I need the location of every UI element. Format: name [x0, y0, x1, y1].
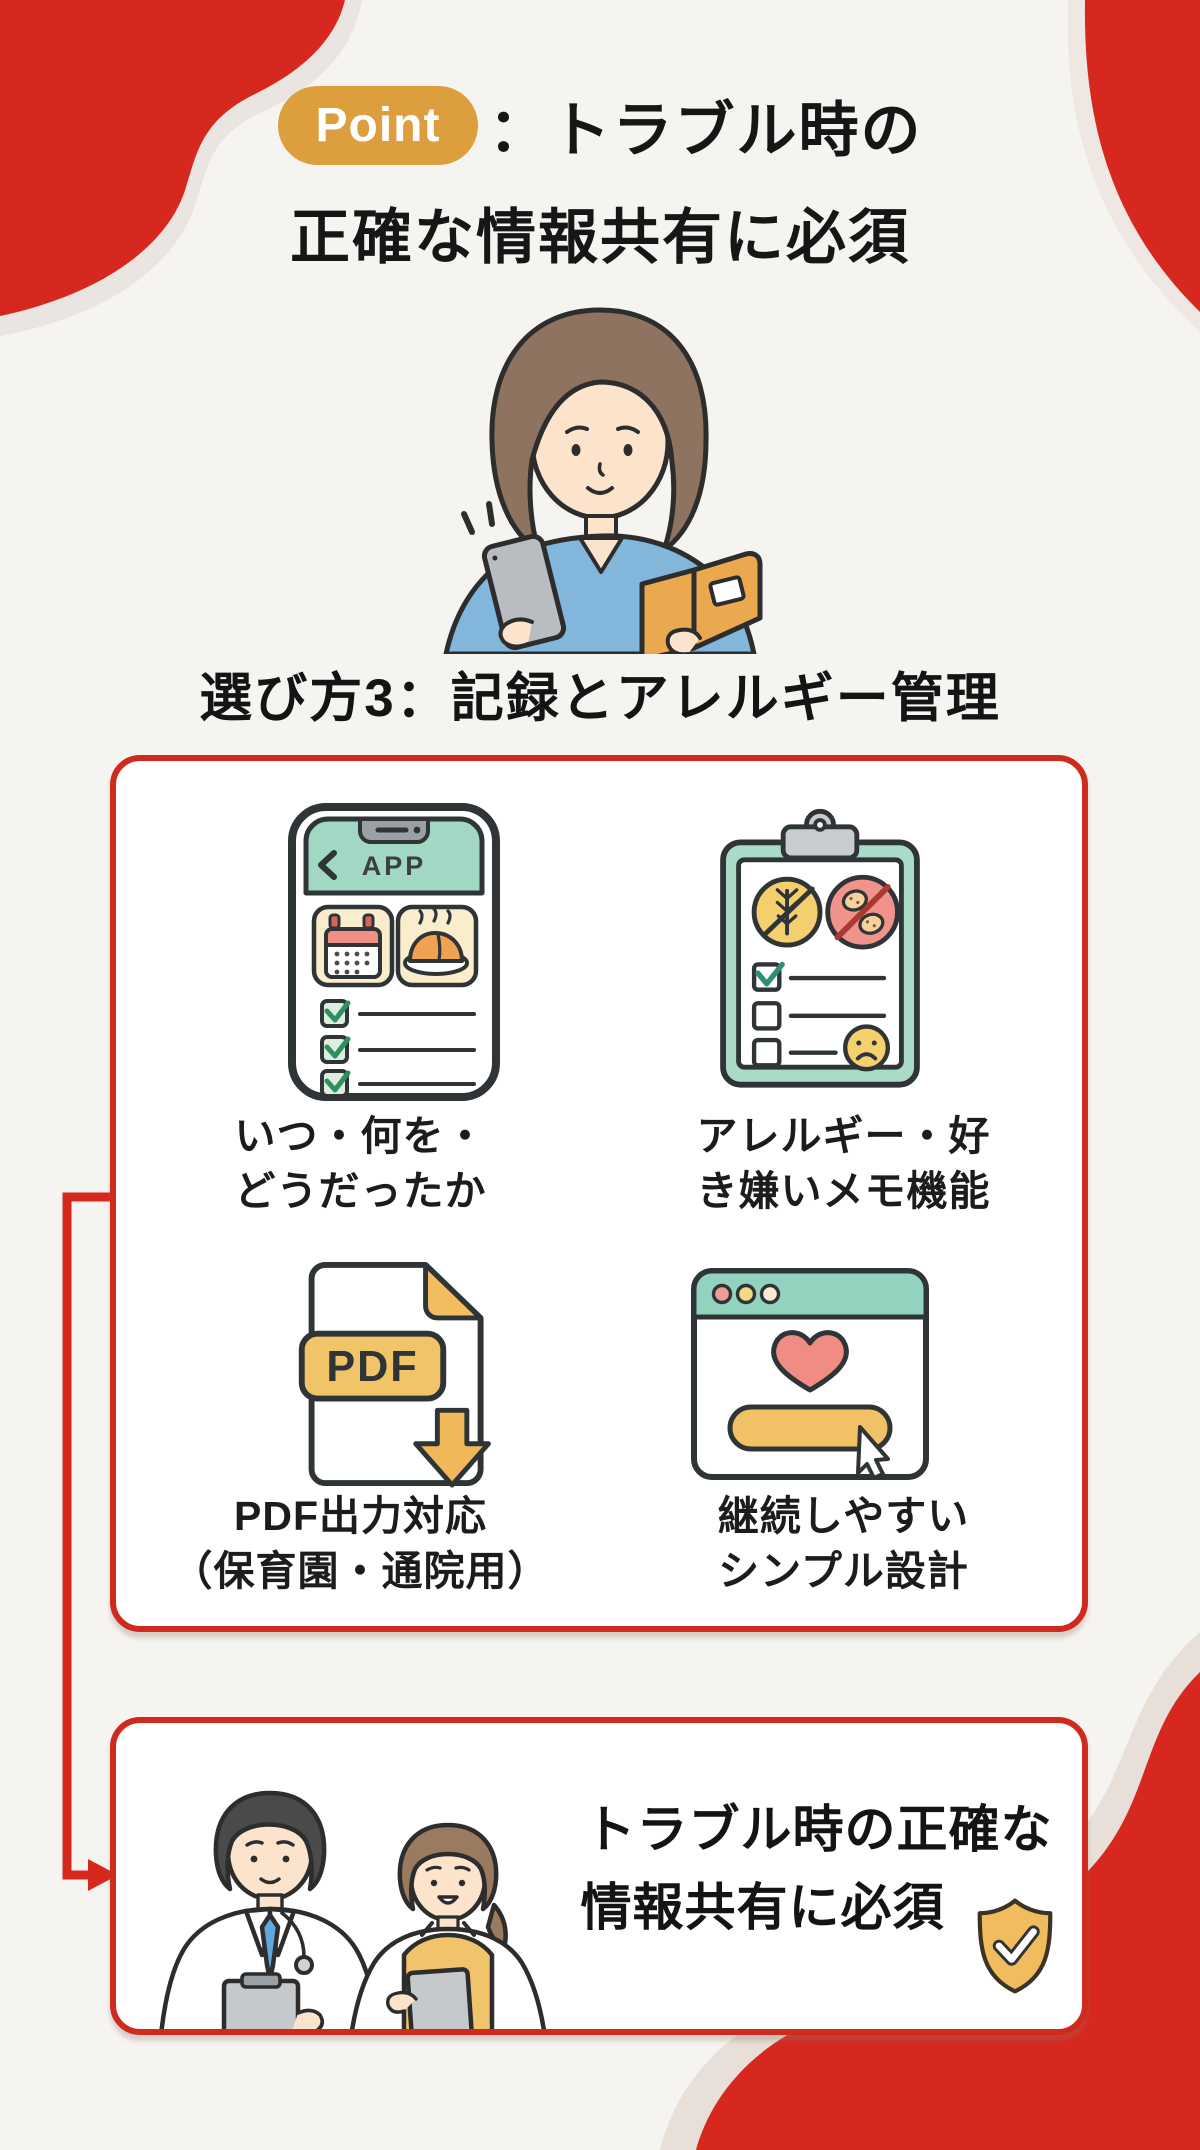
back-chevron-icon — [318, 850, 337, 880]
pdf-download-icon: PDF — [298, 1261, 491, 1488]
cursor-icon — [856, 1425, 890, 1480]
phone-app-label: APP — [362, 851, 427, 881]
window-dot-yellow — [735, 1283, 757, 1305]
doctor-and-caregiver-illustration — [159, 1790, 546, 2029]
window-dot-red — [711, 1283, 733, 1305]
point-badge: Point — [277, 86, 479, 165]
hand-left — [498, 617, 534, 649]
food-plate-icon — [403, 907, 469, 976]
pdf-label: PDF — [326, 1343, 418, 1391]
doctor — [159, 1790, 381, 2029]
pill-button — [727, 1404, 893, 1452]
page-title-line2: 正確な情報共有に必須 — [290, 204, 910, 271]
folded-corner — [423, 1262, 484, 1321]
page-title-line1: ：トラブル時の — [488, 97, 923, 164]
doctor-clipboard — [221, 1978, 301, 2029]
heart-icon — [771, 1330, 849, 1393]
arrowhead-icon — [88, 1859, 118, 1891]
window-dot-cream — [759, 1283, 781, 1305]
page-header: Point ：トラブル時の 正確な情報共有に必須 — [0, 82, 1200, 276]
feature-caption-pdf: PDF出力対応 （保育園・通院用） — [171, 1493, 550, 1594]
conclusion-box: トラブル時の正確な 情報共有に必須 — [110, 1717, 1088, 2035]
stethoscope-icon — [294, 1955, 314, 1975]
features-box: APP — [110, 755, 1088, 1632]
flow-arrow — [62, 1192, 118, 1891]
feature-caption-allergy: アレルギー・好 き嫌いメモ機能 — [696, 1113, 991, 1214]
section-heading: 選び方3：記録とアレルギー管理 — [199, 669, 1001, 728]
hand-right — [665, 627, 702, 654]
shield-check-icon — [977, 1898, 1052, 1993]
gluten-allergy-icon — [751, 876, 823, 948]
woman-reading-illustration — [443, 307, 763, 654]
download-arrow-icon — [413, 1407, 491, 1488]
sad-face-icon — [843, 1024, 891, 1072]
allergy-checklist — [751, 961, 891, 1072]
checklist — [320, 999, 476, 1098]
conclusion-line1: トラブル時の正確な — [584, 1801, 1053, 1858]
feature-caption-record: いつ・何を・ どうだったか — [234, 1113, 487, 1214]
simple-ui-window-icon — [691, 1268, 929, 1480]
calendar-icon — [324, 913, 382, 979]
peanut-allergy-icon — [825, 874, 900, 950]
allergy-checklist-clipboard-icon — [720, 808, 920, 1088]
conclusion-line2: 情報共有に必須 — [580, 1878, 945, 1936]
caregiver — [350, 1822, 546, 2029]
caregiver-tablet — [405, 1967, 475, 2029]
feature-caption-simple: 継続しやすい シンプル設計 — [717, 1493, 970, 1594]
conclusion-text: トラブル時の正確な 情報共有に必須 — [546, 1791, 1082, 1997]
hair — [489, 307, 709, 553]
smartphone — [481, 533, 567, 651]
phone-record-app-icon: APP — [288, 803, 500, 1101]
